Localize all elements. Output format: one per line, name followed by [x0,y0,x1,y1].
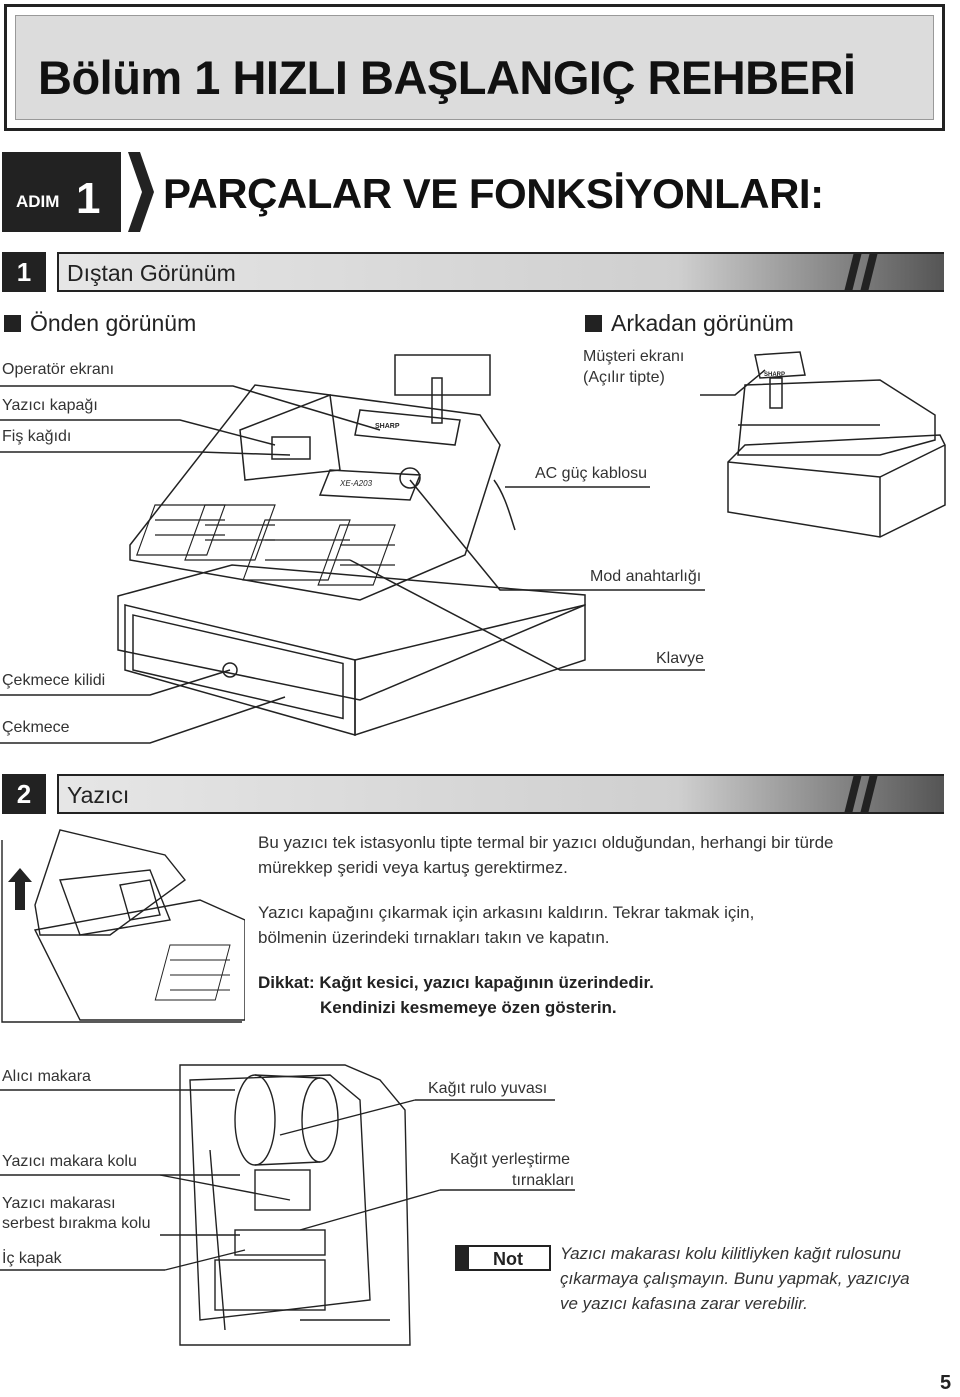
label-roll-holder: Kağıt rulo yuvası [428,1080,548,1097]
printer-paragraph-1-line-1: Bu yazıcı tek istasyonlu tipte termal bi… [258,833,834,852]
lift-up-arrow-icon [8,868,32,910]
step-badge: ADIM 1 [2,152,121,232]
section-bar-1: Dıştan Görünüm [57,252,944,292]
label-paper-guide-line-2: tırnakları [512,1172,575,1189]
cash-register-front-illustration: SHARP XE-A203 [0,354,705,744]
note-line-3: ve yazıcı kafasına zarar verebilir. [560,1294,808,1313]
section-title-1: Dıştan Görünüm [67,260,236,286]
note-label: Not [493,1249,523,1269]
page-number: 5 [940,1372,952,1394]
bullet-square-icon [4,315,21,332]
chapter-header-background: Bölüm 1 HIZLI BAŞLANGIÇ REHBERİ [15,15,934,120]
caution-line-2: Kendinizi kesmemeye özen gösterin. [320,998,617,1017]
section-number-1: 1 [2,252,46,292]
label-inner-cover: İç kapak [2,1250,62,1267]
chapter-header: Bölüm 1 HIZLI BAŞLANGIÇ REHBERİ [4,4,945,131]
front-view-heading: Önden görünüm [4,310,196,337]
label-customer-display-note: (Açılır tipte) [583,369,665,386]
label-printer-cover: Yazıcı kapağı [2,397,98,414]
rear-view-heading-text: Arkadan görünüm [611,310,794,336]
front-view-heading-text: Önden görünüm [30,310,197,336]
label-receipt-paper: Fiş kağıdı [2,428,72,445]
step-arrow-icon [128,152,154,232]
rear-view-heading: Arkadan görünüm [585,310,794,337]
bullet-square-icon [585,315,602,332]
label-customer-display: Müşteri ekranı [583,348,685,365]
printer-paragraph-2-line-2: bölmenin üzerindeki tırnakları takın ve … [258,928,610,947]
note-line-1: Yazıcı makarası kolu kilitliyken kağıt r… [560,1244,901,1263]
label-mode-switch: Mod anahtarlığı [590,568,702,585]
label-release-lever-line-1: Yazıcı makarası [2,1195,116,1212]
label-take-up-spool: Alıcı makara [2,1068,91,1085]
label-ac-cord: AC güç kablosu [535,465,648,482]
label-release-lever-line-2: serbest bırakma kolu [2,1215,151,1232]
label-operator-display: Operatör ekranı [2,361,115,378]
front-brand-text: SHARP [375,423,400,430]
label-keyboard: Klavye [656,650,705,667]
label-drawer: Çekmece [2,719,70,736]
label-drawer-lock: Çekmece kilidi [2,672,106,689]
section-number-2: 2 [2,774,46,814]
caution-line-1: Dikkat: Kağıt kesici, yazıcı kapağının ü… [258,973,654,992]
chapter-title: Bölüm 1 HIZLI BAŞLANGIÇ REHBERİ [38,51,856,104]
printer-interior-illustration [0,1064,575,1346]
step-number: 1 [76,174,101,223]
section-bar-2: Yazıcı [57,774,944,814]
note-tab-marker [455,1245,469,1271]
slash-decoration-icon [844,252,878,292]
note-line-2: çıkarmaya çalışmayın. Bunu yapmak, yazıc… [560,1269,910,1288]
printer-cover-illustration [1,829,245,1023]
note-badge: Not [455,1245,551,1271]
section-title-2: Yazıcı [67,782,130,808]
slash-decoration-icon [844,774,878,814]
label-spool-arm: Yazıcı makara kolu [2,1153,137,1170]
printer-paragraph-1-line-2: mürekkep şeridi veya kartuş gerektirmez. [258,858,568,877]
printer-paragraph-2-line-1: Yazıcı kapağını çıkarmak için arkasını k… [258,903,755,922]
cash-register-rear-illustration: SHARP [700,351,946,538]
front-model-text: XE-A203 [339,479,373,488]
label-paper-guide-line-1: Kağıt yerleştirme [450,1151,571,1168]
note-text: Yazıcı makarası kolu kilitliyken kağıt r… [560,1241,950,1316]
step-title: PARÇALAR VE FONKSİYONLARI: [163,170,824,217]
step-word: ADIM [16,192,60,211]
rear-brand-text: SHARP [764,372,785,378]
